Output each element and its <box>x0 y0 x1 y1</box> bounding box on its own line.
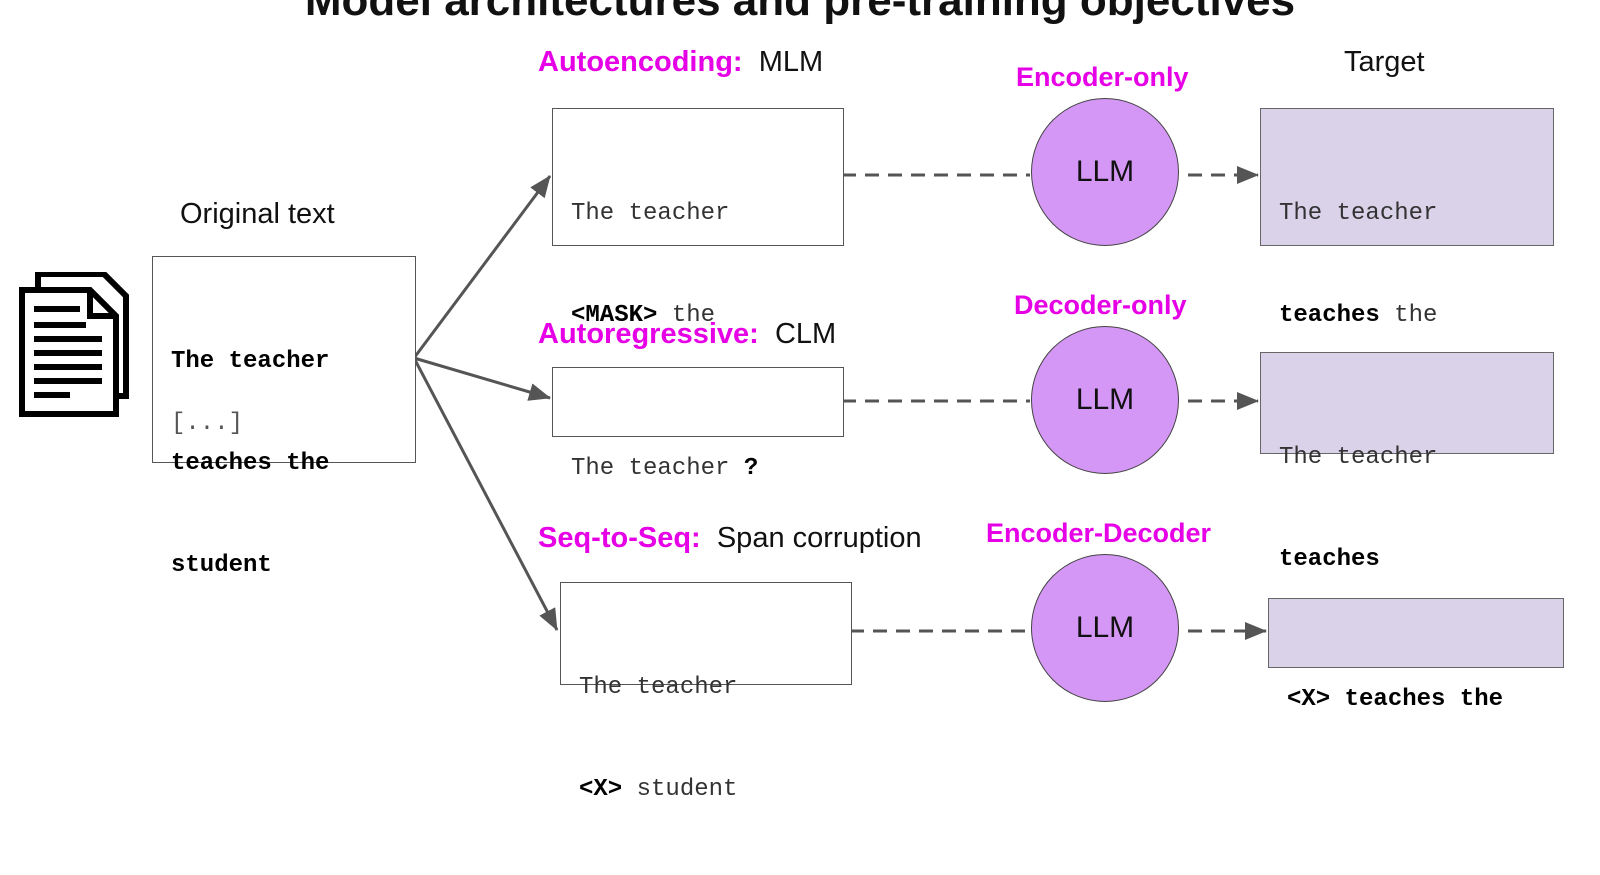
objective-task: Span corruption <box>716 522 922 554</box>
arch-label-decoder-only: Decoder-only <box>1014 290 1187 320</box>
target-box-mlm: The teacher teaches the student <box>1260 108 1554 431</box>
input-line-1: The teacher <box>579 674 738 701</box>
original-text-box: The teacher teaches the student [...] <box>152 256 416 579</box>
question-token: ? <box>743 455 759 482</box>
original-line-2: teaches the <box>171 450 330 477</box>
input-line-2-rest: the <box>657 302 716 329</box>
target-bold-token: <X> teaches the <box>1287 686 1504 713</box>
objective-task: CLM <box>774 318 837 350</box>
target-bold-token: teaches <box>1279 302 1380 329</box>
llm-node-decoder: LLM <box>1031 326 1179 474</box>
mask-token: <MASK> <box>571 302 658 329</box>
target-line-1: The teacher <box>1279 444 1438 471</box>
original-line-3: student <box>171 552 272 579</box>
objective-name: Seq-to-Seq: <box>538 522 701 554</box>
target-box-seq2seq: <X> teaches the <box>1268 598 1564 713</box>
input-line-2-rest: student <box>622 776 738 803</box>
original-text-label: Original text <box>180 198 335 230</box>
llm-node-encoder: LLM <box>1031 98 1179 246</box>
objective-label-autoregressive: Autoregressive: CLM <box>538 318 836 351</box>
llm-label: LLM <box>1075 155 1135 188</box>
arrow-to-clm <box>413 356 551 401</box>
llm-node-encoder-decoder: LLM <box>1031 554 1179 702</box>
objective-task: MLM <box>758 46 824 78</box>
objective-name: Autoencoding: <box>538 46 743 78</box>
objective-name: Autoregressive: <box>538 318 759 350</box>
input-box-clm: The teacher ? <box>552 367 844 482</box>
original-line-1: The teacher <box>171 348 330 375</box>
target-bold-token: teaches <box>1279 546 1380 573</box>
llm-label: LLM <box>1075 383 1135 416</box>
objective-label-seq2seq: Seq-to-Seq: Span corruption <box>538 522 922 555</box>
page-title: Model architectures and pre-training obj… <box>304 0 1296 25</box>
input-box-mlm: The teacher <MASK> the student <box>552 108 844 431</box>
connector-layer <box>412 166 1267 640</box>
input-box-seq2seq: The teacher <X> student <box>560 582 852 803</box>
original-ellipsis: [...] <box>171 410 244 437</box>
arrow-to-seq2seq <box>412 357 559 631</box>
arrow-to-mlm <box>412 175 552 359</box>
objective-label-autoencoding: Autoencoding: MLM <box>538 46 823 79</box>
target-line-1: The teacher <box>1279 200 1438 227</box>
arch-label-encoder-decoder: Encoder-Decoder <box>986 518 1212 548</box>
input-line-1: The teacher <box>571 455 744 482</box>
target-line-2-rest: the <box>1379 302 1438 329</box>
target-box-clm: The teacher teaches <box>1260 352 1554 573</box>
llm-label: LLM <box>1075 611 1135 644</box>
input-line-1: The teacher <box>571 200 730 227</box>
target-label: Target <box>1344 46 1425 78</box>
sentinel-token: <X> <box>579 776 623 803</box>
document-icon <box>19 272 129 417</box>
arch-label-encoder-only: Encoder-only <box>1016 62 1189 92</box>
